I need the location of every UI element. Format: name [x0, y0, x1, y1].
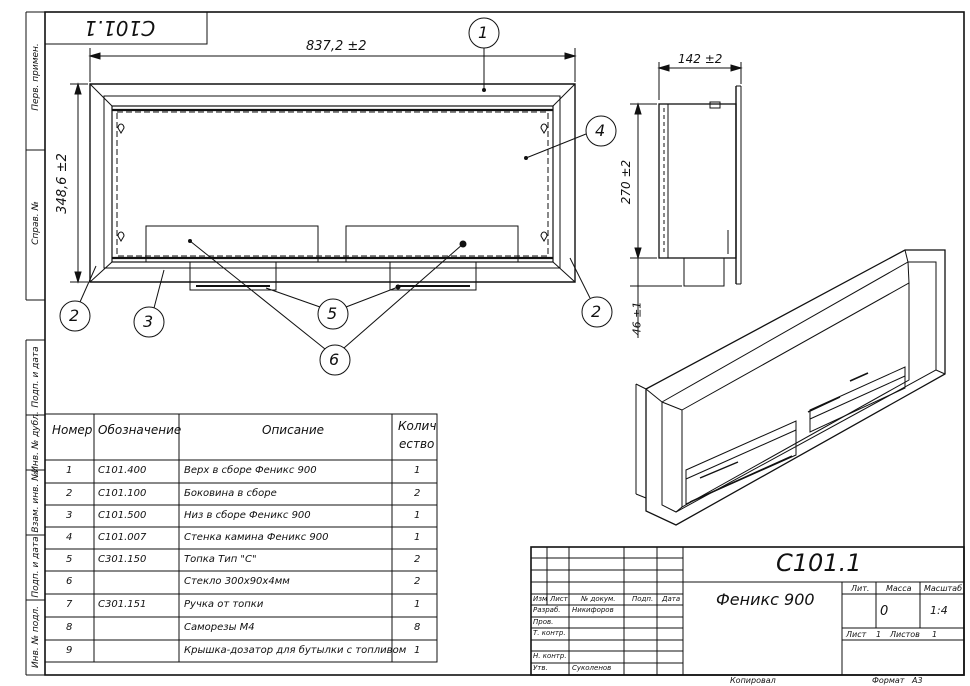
bom-header-code: Обозначение [98, 423, 182, 437]
tb-col-label: Дата [662, 595, 681, 603]
bom-cell-desc: Верх в сборе Феникс 900 [184, 465, 317, 476]
bom-cell-num: 8 [66, 622, 73, 633]
bom-header-qty: Колич [398, 419, 437, 433]
stamp-mirror-code: C101.1 [84, 16, 156, 40]
dim-leg: 46 ±1 [630, 301, 644, 336]
bom-cell-desc: Топка Тип "С" [184, 554, 257, 565]
tb-role: Пров. [533, 618, 554, 626]
balloon-number: 2 [591, 302, 602, 321]
tb-sheet-label: Лист [846, 630, 867, 639]
tb-scale-value: 1:4 [930, 604, 948, 617]
tb-format-label: Формат [872, 676, 905, 685]
tb-sheets-value: 1 [932, 630, 938, 639]
bom-cell-code: C101.500 [98, 510, 147, 521]
bom-cell-qty: 1 [414, 465, 421, 476]
tb-role: Разраб. [533, 606, 561, 614]
bom-cell-num: 6 [66, 576, 73, 587]
bom-cell-num: 5 [66, 554, 73, 565]
tb-copied-label: Копировал [730, 676, 776, 685]
balloon-number: 1 [478, 23, 489, 42]
bom-cell-qty: 2 [414, 488, 421, 499]
bom-cell-qty: 2 [414, 554, 421, 565]
bom-cell-code: C301.150 [98, 554, 147, 565]
title-name: Феникс 900 [716, 590, 815, 609]
tb-person: Суколенов [572, 664, 612, 672]
balloon-number: 6 [329, 350, 340, 369]
tb-lit-label: Лит. [851, 584, 870, 593]
tb-person: Никифоров [572, 606, 614, 614]
bom-cell-desc: Саморезы М4 [184, 622, 255, 633]
side-label: Справ. № [31, 201, 41, 245]
side-label: Перв. примен. [31, 43, 41, 111]
bom-cell-num: 1 [66, 465, 73, 476]
tb-scale-label: Масштаб [924, 584, 963, 593]
balloon-number: 5 [327, 304, 338, 323]
bom-cell-code: C101.100 [98, 488, 147, 499]
bom-header-num: Номер [52, 423, 93, 437]
bom-cell-qty: 1 [414, 532, 421, 543]
tb-role: Утв. [533, 664, 548, 672]
dim-side-height: 270 ±2 [619, 159, 634, 205]
tb-role: Т. контр. [533, 629, 566, 637]
bom-header-desc: Описание [262, 423, 325, 437]
bom-cell-num: 2 [66, 488, 73, 499]
bom-cell-num: 3 [66, 510, 73, 521]
bom-cell-desc: Крышка-дозатор для бутылки с топливом [184, 645, 407, 656]
bom-cell-desc: Ручка от топки [184, 599, 264, 610]
bom-cell-qty: 2 [414, 576, 421, 587]
tb-role: Н. контр. [533, 652, 567, 660]
bom-cell-desc: Стенка камина Феникс 900 [184, 532, 329, 543]
title-code: C101.1 [776, 549, 862, 577]
balloon-number: 2 [69, 306, 80, 325]
tb-col-label: Изм [533, 595, 548, 603]
dim-height: 348,6 ±2 [54, 153, 70, 214]
tb-col-label: Лист [550, 595, 568, 603]
tb-mass-label: Масса [886, 584, 912, 593]
bom-cell-code: C101.400 [98, 465, 147, 476]
bom-cell-qty: 1 [414, 510, 421, 521]
tb-sheets-label: Листов [890, 630, 920, 639]
bom-cell-code: C101.007 [98, 532, 147, 543]
bom-cell-num: 4 [66, 532, 73, 543]
bom-cell-num: 9 [66, 645, 73, 656]
bom-cell-qty: 1 [414, 645, 421, 656]
balloon-number: 4 [595, 121, 606, 140]
side-label: Инв. № подл. [31, 605, 41, 669]
bom-cell-num: 7 [66, 599, 73, 610]
bom-cell-desc: Боковина в сборе [184, 488, 277, 499]
tb-format-value: А3 [912, 676, 923, 685]
dim-depth: 142 ±2 [678, 52, 723, 66]
dim-width: 837,2 ±2 [306, 39, 367, 54]
tb-col-label: № докум. [581, 595, 616, 603]
bom-cell-qty: 8 [414, 622, 421, 633]
bom-header-qty: ество [399, 437, 435, 451]
bom-cell-desc: Низ в сборе Феникс 900 [184, 510, 311, 521]
tb-col-label: Подп. [632, 595, 654, 603]
tb-sheet-value: 1 [876, 630, 882, 639]
bom-cell-desc: Стекло 300х90х4мм [184, 576, 290, 587]
tb-mass-value: 0 [880, 604, 889, 619]
side-label: Подп. и дата [31, 536, 41, 598]
bom-cell-code: C301.151 [98, 599, 147, 610]
bom-cell-qty: 1 [414, 599, 421, 610]
balloon-number: 3 [143, 312, 154, 331]
